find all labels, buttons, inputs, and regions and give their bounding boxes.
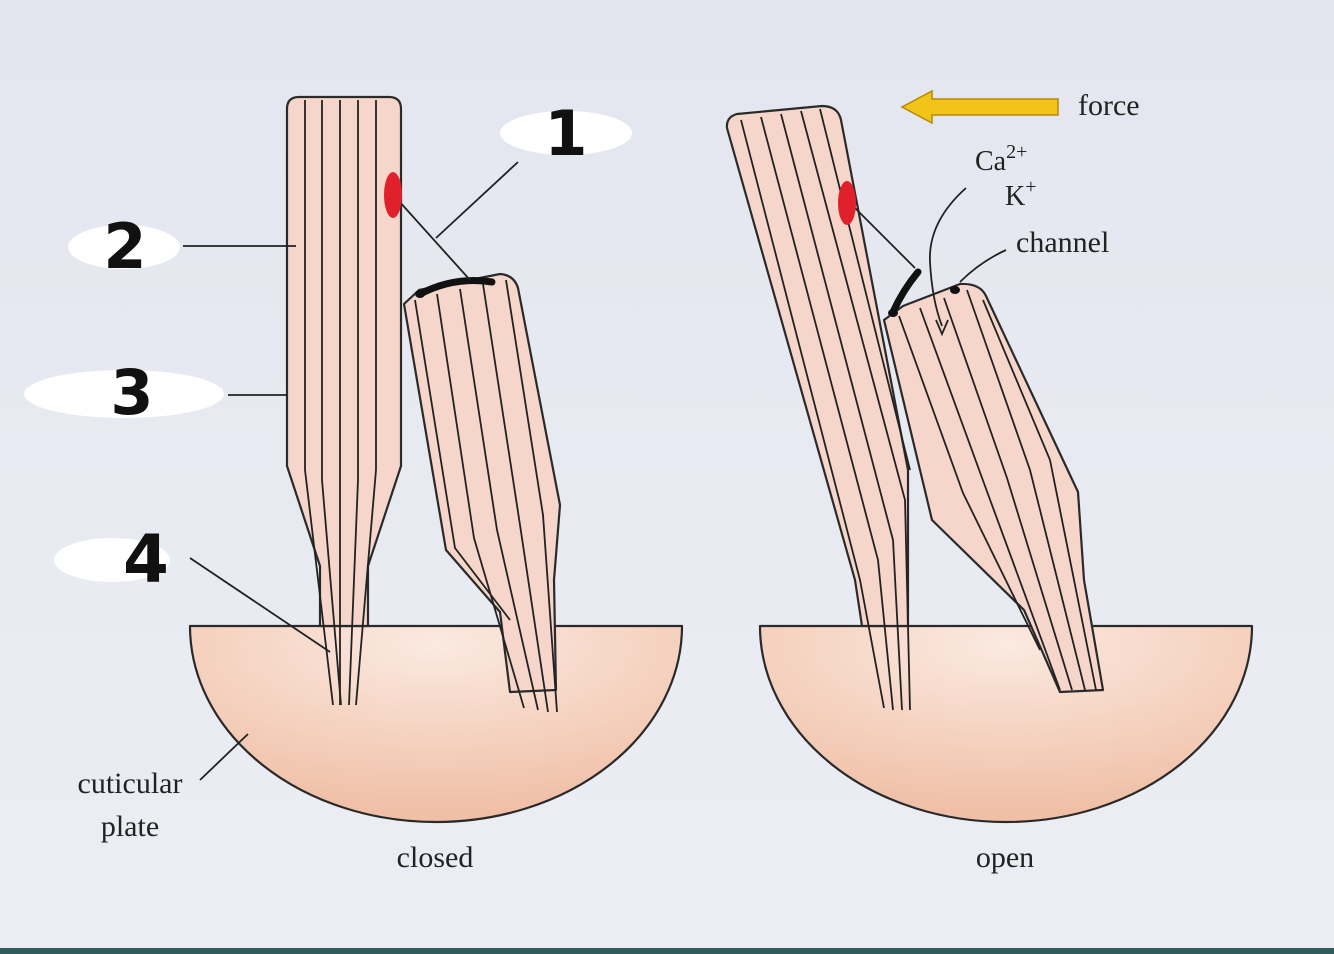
tall-stereocilium-open <box>725 104 910 628</box>
tip-link-insertion-open <box>889 268 922 316</box>
short-stereocilium-filaments <box>414 279 558 713</box>
red-anchor-open <box>838 181 856 225</box>
tip-link-open <box>851 204 916 269</box>
channel-leader <box>959 249 1007 283</box>
channel-marker-open-left <box>888 309 898 317</box>
closed-bundle <box>188 95 684 824</box>
tip-link-closed <box>397 199 471 281</box>
channel-marker-open-right <box>950 286 960 294</box>
channel-marker-closed <box>415 290 425 298</box>
leader-1 <box>435 161 519 239</box>
label-force: force <box>1078 89 1140 122</box>
tall-stereocilium <box>285 95 403 628</box>
ion-flow-arrowhead <box>935 319 949 337</box>
force-arrow <box>900 89 1059 125</box>
ion-ca-charge: 2+ <box>1006 141 1027 163</box>
ion-k-charge: + <box>1025 176 1036 198</box>
tall-stereocilium-open-filaments <box>740 108 911 711</box>
ion-k: K <box>1005 181 1025 212</box>
label-number-3: 3 <box>110 356 153 429</box>
leader-cuticular-plate <box>199 733 249 781</box>
label-open: open <box>976 841 1034 874</box>
label-masks <box>24 111 632 582</box>
short-stereocilium-open <box>882 282 1105 694</box>
red-anchor-closed <box>384 172 402 218</box>
leader-4 <box>189 557 331 653</box>
label-cuticular: cuticular <box>78 767 183 800</box>
ion-flow-arrow <box>929 187 967 327</box>
label-ion-k: K+ <box>1005 176 1037 212</box>
label-channel: channel <box>1016 226 1109 259</box>
label-number-1: 1 <box>544 97 587 170</box>
label-ion-ca: Ca2+ <box>975 141 1027 177</box>
short-stereocilium-open-filaments <box>898 289 1097 691</box>
ion-ca: Ca <box>975 146 1007 177</box>
cuticular-plate-left <box>188 624 684 824</box>
label-number-2: 2 <box>103 210 146 283</box>
tall-stereocilium-filaments <box>304 100 377 706</box>
bottom-bar <box>0 948 1334 954</box>
tip-link-insertion-closed <box>416 277 496 298</box>
cuticular-plate-right <box>758 624 1254 824</box>
label-closed: closed <box>397 841 474 874</box>
open-bundle <box>725 89 1254 824</box>
label-plate: plate <box>101 810 159 843</box>
label-number-4: 4 <box>123 521 169 598</box>
